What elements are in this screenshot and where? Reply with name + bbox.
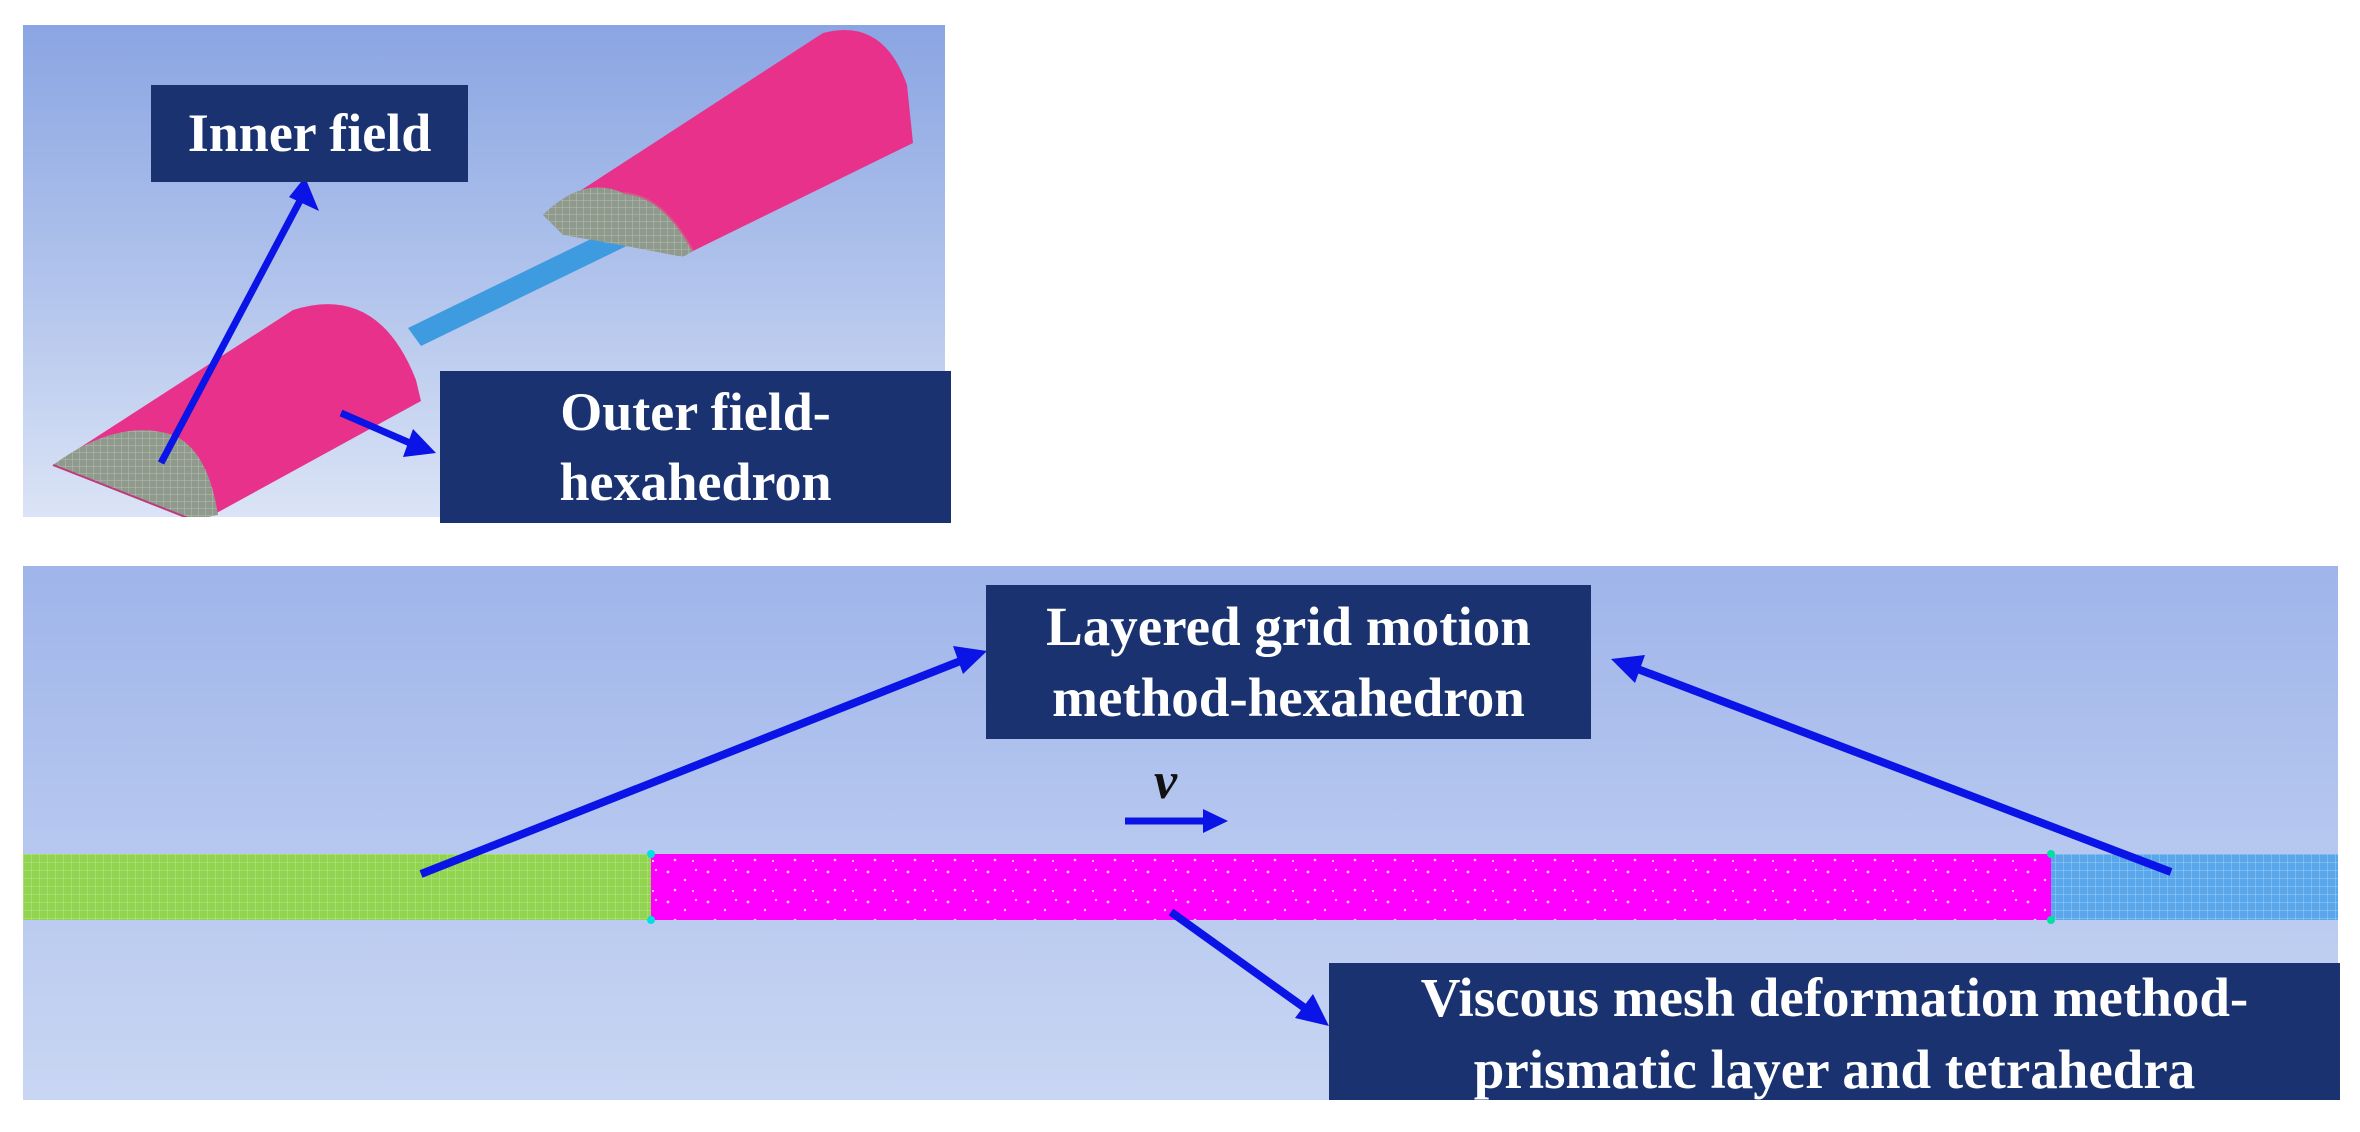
- layered-text-line2: method-hexahedron: [1052, 667, 1525, 728]
- outer-field-label: Outer field- hexahedron: [440, 371, 951, 523]
- far-half-cylinder: [543, 29, 913, 257]
- middle-deform-zone: [651, 854, 2051, 920]
- outer-field-arrow: [339, 409, 436, 457]
- viscous-text-line1: Viscous mesh deformation method-: [1420, 967, 2249, 1028]
- viscous-mesh-label: Viscous mesh deformation method- prismat…: [1329, 963, 2340, 1100]
- inner-field-label: Inner field: [151, 85, 468, 182]
- left-hexa-zone: [23, 854, 651, 920]
- layered-text-line1: Layered grid motion: [1046, 595, 1531, 657]
- inner-field-arrow: [157, 177, 319, 465]
- near-half-cylinder: [52, 304, 421, 517]
- layered-left-arrow: [419, 646, 987, 878]
- mesh-3d-illustration: [52, 29, 913, 517]
- mesh-2d-illustration: [23, 646, 2338, 1026]
- right-hexa-zone: [2051, 854, 2338, 920]
- viscous-arrow: [1168, 908, 1329, 1026]
- velocity-symbol: v: [1154, 753, 1178, 810]
- viscous-text-line2: prismatic layer and tetrahedra: [1473, 1038, 2196, 1100]
- outer-field-text-line2: hexahedron: [559, 452, 832, 512]
- layered-grid-label: Layered grid motion method-hexahedron: [986, 585, 1591, 739]
- inner-field-text: Inner field: [187, 103, 432, 164]
- connecting-rod: [408, 221, 641, 346]
- layered-right-arrow: [1611, 655, 2173, 876]
- velocity-arrow: [1125, 809, 1228, 833]
- outer-field-text-line1: Outer field-: [560, 381, 831, 442]
